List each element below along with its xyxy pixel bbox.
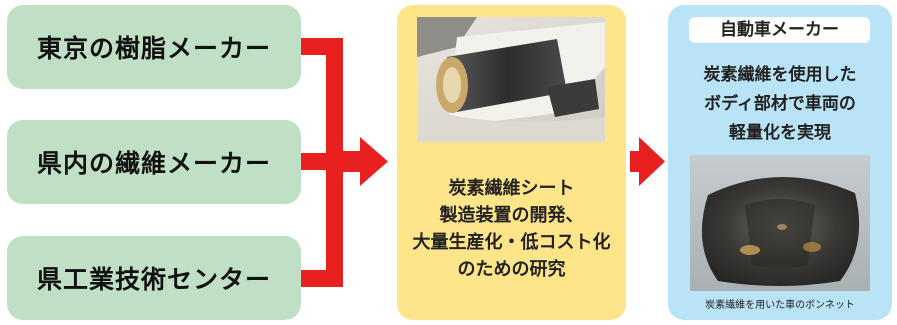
source-label: 東京の樹脂メーカー xyxy=(36,34,271,63)
source-label: 県工業技術センター xyxy=(36,265,271,294)
research-line-2: 製造装置の開発、 xyxy=(439,205,584,226)
source-box-industrial-center: 県工業技術センター xyxy=(7,236,301,320)
research-line-4: のための研究 xyxy=(457,259,566,280)
arrow-shaft-left xyxy=(343,151,363,172)
automaker-tag: 自動車メーカー xyxy=(689,17,870,43)
automaker-line-2: ボディ部材で車両の xyxy=(704,94,856,114)
automaker-box: 自動車メーカー 炭素繊維を使用した ボディ部材で車両の 軽量化を実現 xyxy=(668,5,892,320)
research-line-3: 大量生産化・低コスト化 xyxy=(412,232,611,253)
carbon-sheet-roll-photo xyxy=(417,17,605,142)
arrow-head-left xyxy=(360,137,388,186)
arrow-head-right xyxy=(639,137,665,186)
source-label: 県内の繊維メーカー xyxy=(36,149,271,178)
automaker-line-1: 炭素繊維を使用した xyxy=(703,65,857,85)
research-line-1: 炭素繊維シート xyxy=(448,178,575,199)
source-box-prefecture-fiber: 県内の繊維メーカー xyxy=(7,120,301,204)
hood-photo-caption: 炭素繊維を用いた車のボンネット xyxy=(705,300,855,311)
source-box-tokyo-resin: 東京の樹脂メーカー xyxy=(7,5,301,89)
automaker-line-3: 軽量化を実現 xyxy=(729,123,831,143)
connector-vertical xyxy=(326,38,343,287)
carbon-hood-photo xyxy=(690,155,870,291)
research-box: 炭素繊維シート 製造装置の開発、 大量生産化・低コスト化 のための研究 xyxy=(397,5,626,320)
